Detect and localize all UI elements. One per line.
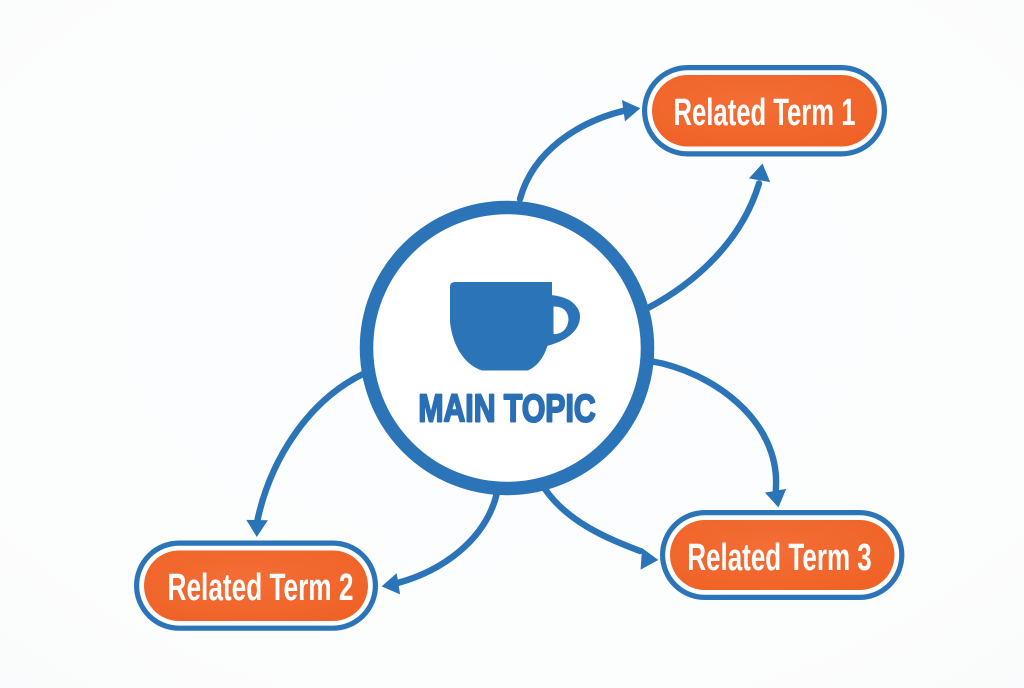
svg-text:MAIN TOPIC: MAIN TOPIC [418,388,595,430]
svg-text:Related Term 2: Related Term 2 [168,565,354,608]
svg-text:Related Term 3: Related Term 3 [687,536,872,578]
svg-text:Related Term 1: Related Term 1 [674,91,856,133]
